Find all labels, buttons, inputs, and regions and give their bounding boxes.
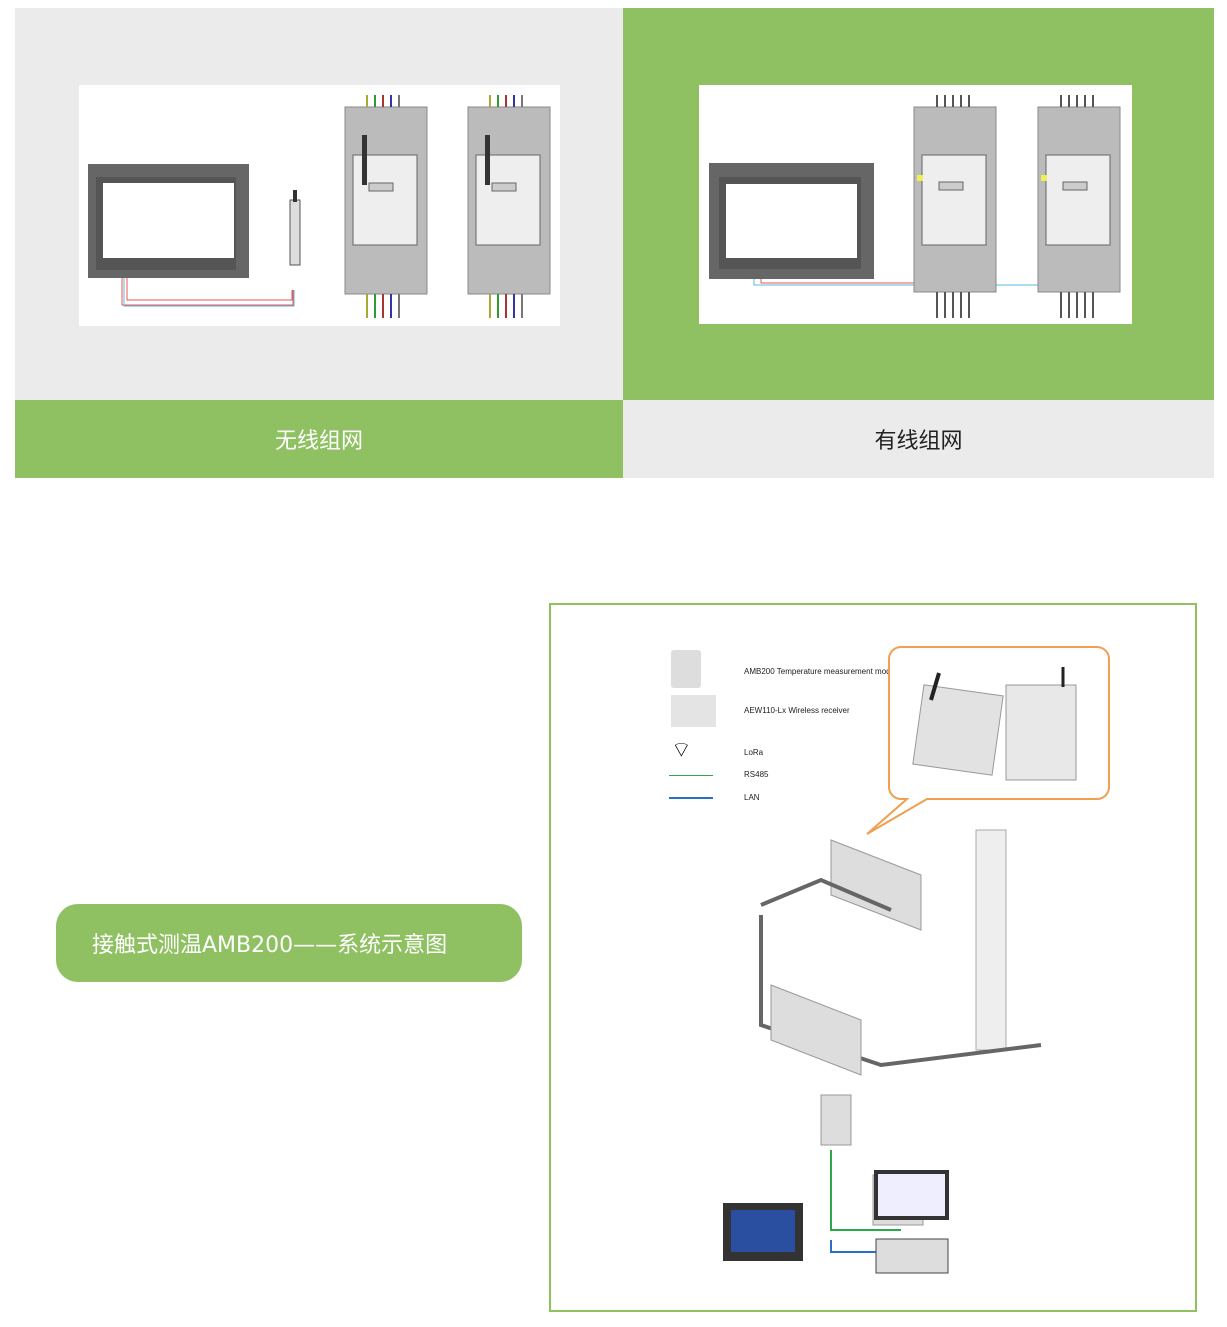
legend-lan-label: LAN	[744, 793, 760, 802]
wifi-icon: ⌔	[671, 738, 692, 763]
lan-line-sample	[669, 797, 713, 799]
wired-network-image	[699, 85, 1132, 324]
system-diagram-frame: AMB200 Temperature measurement module AE…	[549, 603, 1197, 1312]
legend-rs485-label: RS485	[744, 770, 769, 779]
legend-wireless-label: LoRa	[744, 748, 764, 757]
wireless-topology-drawing	[88, 95, 551, 318]
diagram-title-badge: 接触式测温AMB200——系统示意图	[56, 904, 522, 982]
tab-wired-network[interactable]: 有线组网	[623, 400, 1214, 478]
meter-device-2	[1037, 95, 1121, 318]
rs485-line-sample	[669, 775, 713, 776]
wireless-network-image	[79, 85, 560, 326]
module-thumbnail	[671, 650, 701, 688]
system-topology-drawing	[723, 646, 1110, 1274]
legend-receiver-label: AEW110-Lx Wireless receiver	[744, 706, 850, 715]
meter-device-2	[467, 95, 551, 318]
receiver-thumbnail	[671, 695, 716, 727]
meter-device-1	[344, 95, 428, 318]
meter-device-1	[913, 95, 997, 318]
wired-topology-drawing	[709, 95, 1121, 318]
tab-wireless-network[interactable]: 无线组网	[15, 400, 623, 478]
legend-module-label: AMB200 Temperature measurement module	[744, 667, 902, 676]
